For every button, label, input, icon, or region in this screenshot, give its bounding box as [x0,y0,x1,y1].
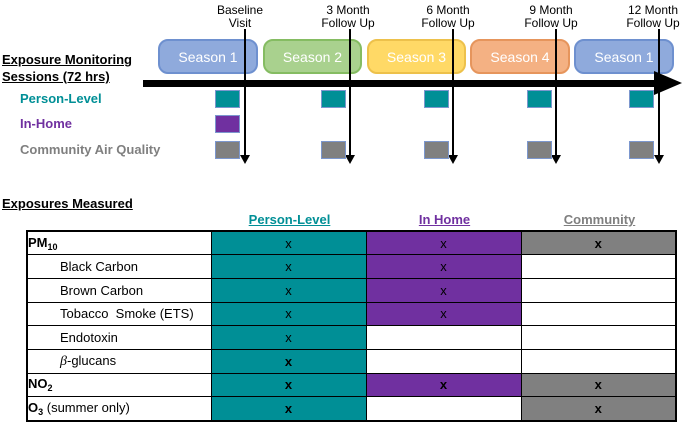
cell-pm10-inhome: x [365,230,522,256]
exposures-table: PM10 x x x Black Carbon x x Brown Carbon… [26,230,677,422]
cell-o3-community: x [520,396,677,421]
cell-no2-inhome: x [365,372,522,398]
table-row-black-carbon: Black Carbon x x [26,254,677,279]
person-square-12-month [629,90,654,108]
visit-arrow-baseline [244,29,246,156]
visit-arrowhead-icon [345,155,355,164]
visit-label-baseline: Baseline Visit [216,3,264,30]
visit-arrowhead-icon [654,155,664,164]
column-header-in-home: In Home [418,212,471,227]
table-row-beta-glucans: β-glucans x [26,348,677,374]
visit-arrowhead-icon [240,155,250,164]
cell-beta-glucans-community [520,348,677,374]
cell-endotoxin-inhome [365,325,522,350]
exposure-monitoring-heading-line2: Sessions (72 hrs) [2,69,110,84]
row-label-black-carbon: Black Carbon [26,254,212,279]
visit-label-9-month: 9 Month Follow Up [524,3,578,30]
cell-pm10-person: x [210,230,367,256]
cell-brown-carbon-person: x [210,277,367,303]
exposures-measured-heading: Exposures Measured [2,196,133,211]
person-level-row-label: Person-Level [20,91,102,106]
person-square-3-month [321,90,346,108]
table-row-o3: O3 (summer only) x x [26,396,677,421]
cell-black-carbon-inhome: x [365,254,522,279]
cell-no2-community: x [520,372,677,398]
visit-arrow-9-month [555,29,557,156]
season-box-4: Season 4 [470,39,570,74]
visit-arrow-3-month [349,29,351,156]
community-square-3-month [321,141,346,159]
cell-beta-glucans-person: x [210,348,367,374]
row-label-pm10: PM10 [26,230,212,256]
cell-tobacco-community [520,301,677,327]
visit-label-6-month: 6 Month Follow Up [421,3,475,30]
cell-endotoxin-person: x [210,325,367,350]
cell-brown-carbon-inhome: x [365,277,522,303]
community-square-9-month [527,141,552,159]
visit-label-3-month: 3 Month Follow Up [321,3,375,30]
cell-endotoxin-community [520,325,677,350]
visit-label-12-month: 12 Month Follow Up [626,3,680,30]
season-box-1: Season 1 [158,39,258,74]
cell-tobacco-person: x [210,301,367,327]
cell-o3-inhome [365,396,522,421]
table-row-endotoxin: Endotoxin x [26,325,677,350]
community-square-12-month [629,141,654,159]
row-label-no2: NO2 [26,372,212,398]
cell-black-carbon-community [520,254,677,279]
visit-arrowhead-icon [551,155,561,164]
person-square-baseline [215,90,240,108]
person-square-6-month [424,90,449,108]
row-label-brown-carbon: Brown Carbon [26,277,212,303]
table-row-tobacco-smoke: Tobacco Smoke (ETS) x x [26,301,677,327]
cell-black-carbon-person: x [210,254,367,279]
table-row-pm10: PM10 x x x [26,230,677,256]
visit-arrowhead-icon [448,155,458,164]
exposure-monitoring-heading-line1: Exposure Monitoring [2,52,132,67]
timeline-axis [143,80,656,87]
cell-brown-carbon-community [520,277,677,303]
row-label-beta-glucans: β-glucans [26,348,212,374]
row-label-endotoxin: Endotoxin [26,325,212,350]
cell-beta-glucans-inhome [365,348,522,374]
cell-no2-person: x [210,372,367,398]
cell-o3-person: x [210,396,367,421]
cell-tobacco-inhome: x [365,301,522,327]
season-box-3: Season 3 [367,39,466,74]
visit-arrow-6-month [452,29,454,156]
row-label-tobacco-smoke: Tobacco Smoke (ETS) [26,301,212,327]
column-header-community: Community [563,212,636,227]
visit-arrow-12-month [658,29,660,156]
column-header-person-level: Person-Level [248,212,331,227]
season-box-5: Season 1 [574,39,674,74]
community-square-baseline [215,141,240,159]
community-air-quality-row-label: Community Air Quality [20,142,161,157]
table-row-no2: NO2 x x x [26,372,677,398]
community-square-6-month [424,141,449,159]
inhome-square-baseline [215,115,240,133]
table-row-brown-carbon: Brown Carbon x x [26,277,677,303]
in-home-row-label: In-Home [20,116,72,131]
season-box-2: Season 2 [263,39,362,74]
cell-pm10-community: x [520,230,677,256]
row-label-o3: O3 (summer only) [26,396,212,421]
person-square-9-month [527,90,552,108]
